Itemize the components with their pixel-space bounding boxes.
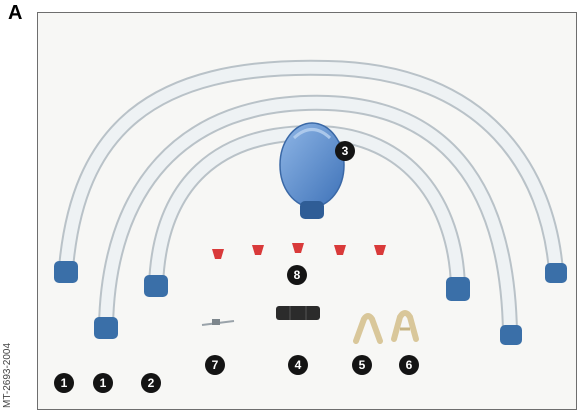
callout-badge: 3: [335, 141, 355, 161]
callout-badge: 6: [399, 355, 419, 375]
callout-badge: 2: [141, 373, 161, 393]
breathing-tube-large: [54, 59, 567, 283]
tube-connector: [94, 317, 118, 339]
callout-badge: 4: [288, 355, 308, 375]
breathing-tube-medium: [94, 94, 522, 345]
probe-connector: [201, 319, 235, 326]
valve-cap: [212, 249, 224, 259]
tube-connector: [545, 263, 567, 283]
valve-cap: [334, 245, 346, 255]
panel-letter: A: [8, 2, 23, 24]
tube-connector: [144, 275, 168, 297]
callout-badge: 5: [352, 355, 372, 375]
callout-badge: 8: [287, 265, 307, 285]
breathing-bag: [279, 122, 345, 219]
figure-frame: 1 1 2 3 4 5 6 7 8: [37, 12, 577, 410]
valve-cap: [292, 243, 304, 253]
valve-cap: [252, 245, 264, 255]
valve-cap: [374, 245, 386, 255]
components-photo: [54, 59, 567, 345]
callout-badge: 1: [93, 373, 113, 393]
image-code: MT-2693-2004: [2, 342, 13, 408]
tube-connector: [500, 325, 522, 345]
tube-connector: [54, 261, 78, 283]
clamp: [353, 313, 383, 344]
clamp-alt: [391, 310, 419, 342]
dark-connector: [276, 306, 320, 320]
valve-caps: [212, 243, 386, 259]
callout-badge: 7: [205, 355, 225, 375]
callout-badge: 1: [54, 373, 74, 393]
tube-connector: [446, 277, 470, 301]
